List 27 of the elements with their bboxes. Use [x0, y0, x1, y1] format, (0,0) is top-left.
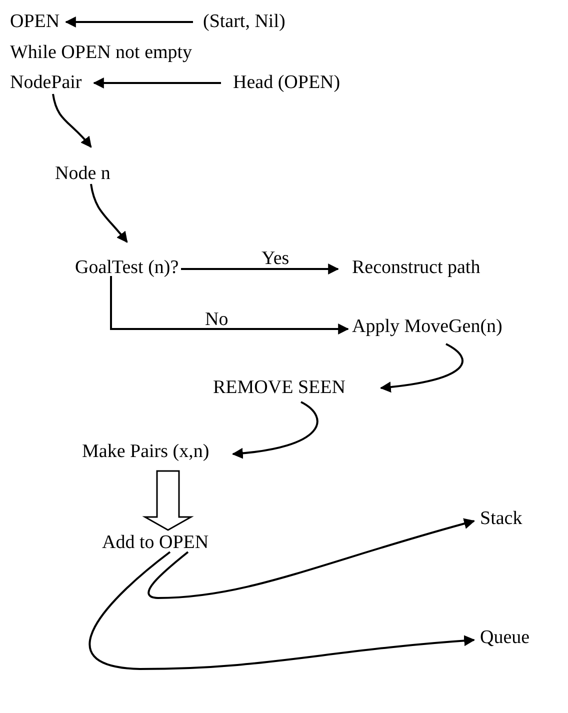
step-text: Add to OPEN	[102, 532, 209, 554]
arrow	[380, 343, 464, 392]
arrow	[181, 264, 340, 274]
step-text: Queue	[480, 627, 530, 649]
step-text: NodePair	[10, 72, 82, 94]
step-text: Node n	[55, 163, 110, 185]
arrow	[90, 184, 128, 243]
block-arrow	[142, 470, 194, 531]
arrow	[64, 16, 193, 28]
arrow	[52, 94, 92, 148]
step-text: Reconstruct path	[352, 257, 480, 279]
arrow	[232, 401, 318, 459]
step-text: Make Pairs (x,n)	[82, 441, 210, 463]
step-text: Head (OPEN)	[233, 72, 340, 94]
edge-label: No	[205, 309, 228, 331]
step-text: OPEN	[10, 11, 60, 33]
step-text: REMOVE SEEN	[213, 377, 346, 399]
arrow	[89, 551, 476, 670]
step-text: GoalTest (n)?	[75, 257, 179, 279]
step-text: Apply MoveGen(n)	[352, 316, 502, 338]
step-text: Stack	[480, 508, 522, 530]
loop-condition-text: While OPEN not empty	[10, 42, 192, 64]
arrow	[110, 276, 350, 334]
edge-label: Yes	[262, 248, 290, 270]
step-text: (Start, Nil)	[203, 11, 286, 33]
arrow	[148, 518, 476, 599]
arrow	[92, 78, 221, 88]
